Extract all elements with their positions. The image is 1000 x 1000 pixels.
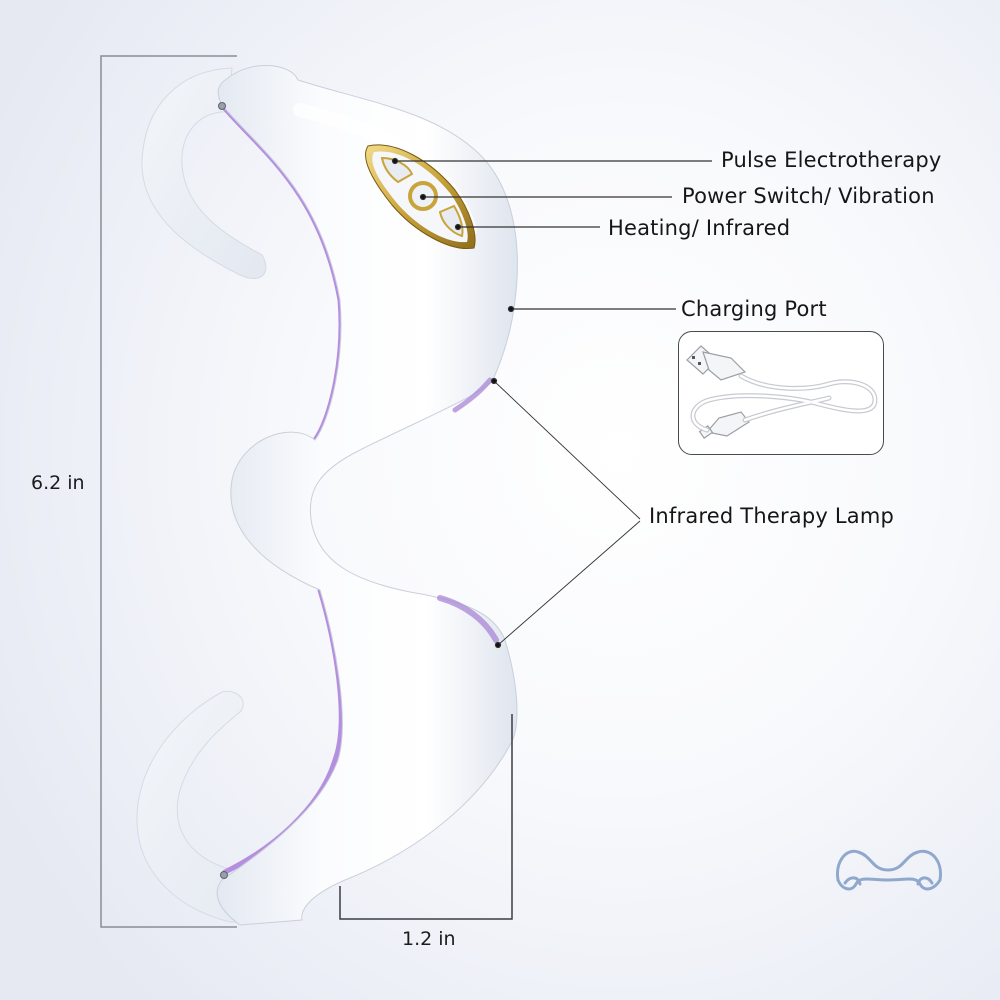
dimension-lines — [100, 55, 237, 928]
top-hinge-screw — [218, 102, 226, 110]
label-pulse-electrotherapy: Pulse Electrotherapy — [721, 148, 942, 172]
width-dimension-line — [339, 714, 513, 920]
infrared-lamp-bottom — [437, 595, 499, 643]
label-infrared-therapy-lamp: Infrared Therapy Lamp — [649, 504, 895, 528]
usb-cable-icon — [686, 345, 878, 439]
usb-cable-box — [678, 331, 884, 455]
width-dimension-label: 1.2 in — [402, 928, 456, 950]
label-power-switch-vibration: Power Switch/ Vibration — [682, 184, 935, 208]
brand-logo-icon — [836, 849, 942, 891]
label-charging-port: Charging Port — [681, 297, 827, 321]
device-main-body — [216, 65, 518, 926]
label-heating-infrared: Heating/ Infrared — [608, 216, 791, 240]
top-ear-hook — [141, 67, 267, 279]
infrared-lamp-top — [452, 377, 493, 413]
bottom-hinge-screw — [220, 871, 228, 879]
callout-lines — [391, 157, 712, 649]
height-dimension-label: 6.2 in — [31, 472, 85, 494]
